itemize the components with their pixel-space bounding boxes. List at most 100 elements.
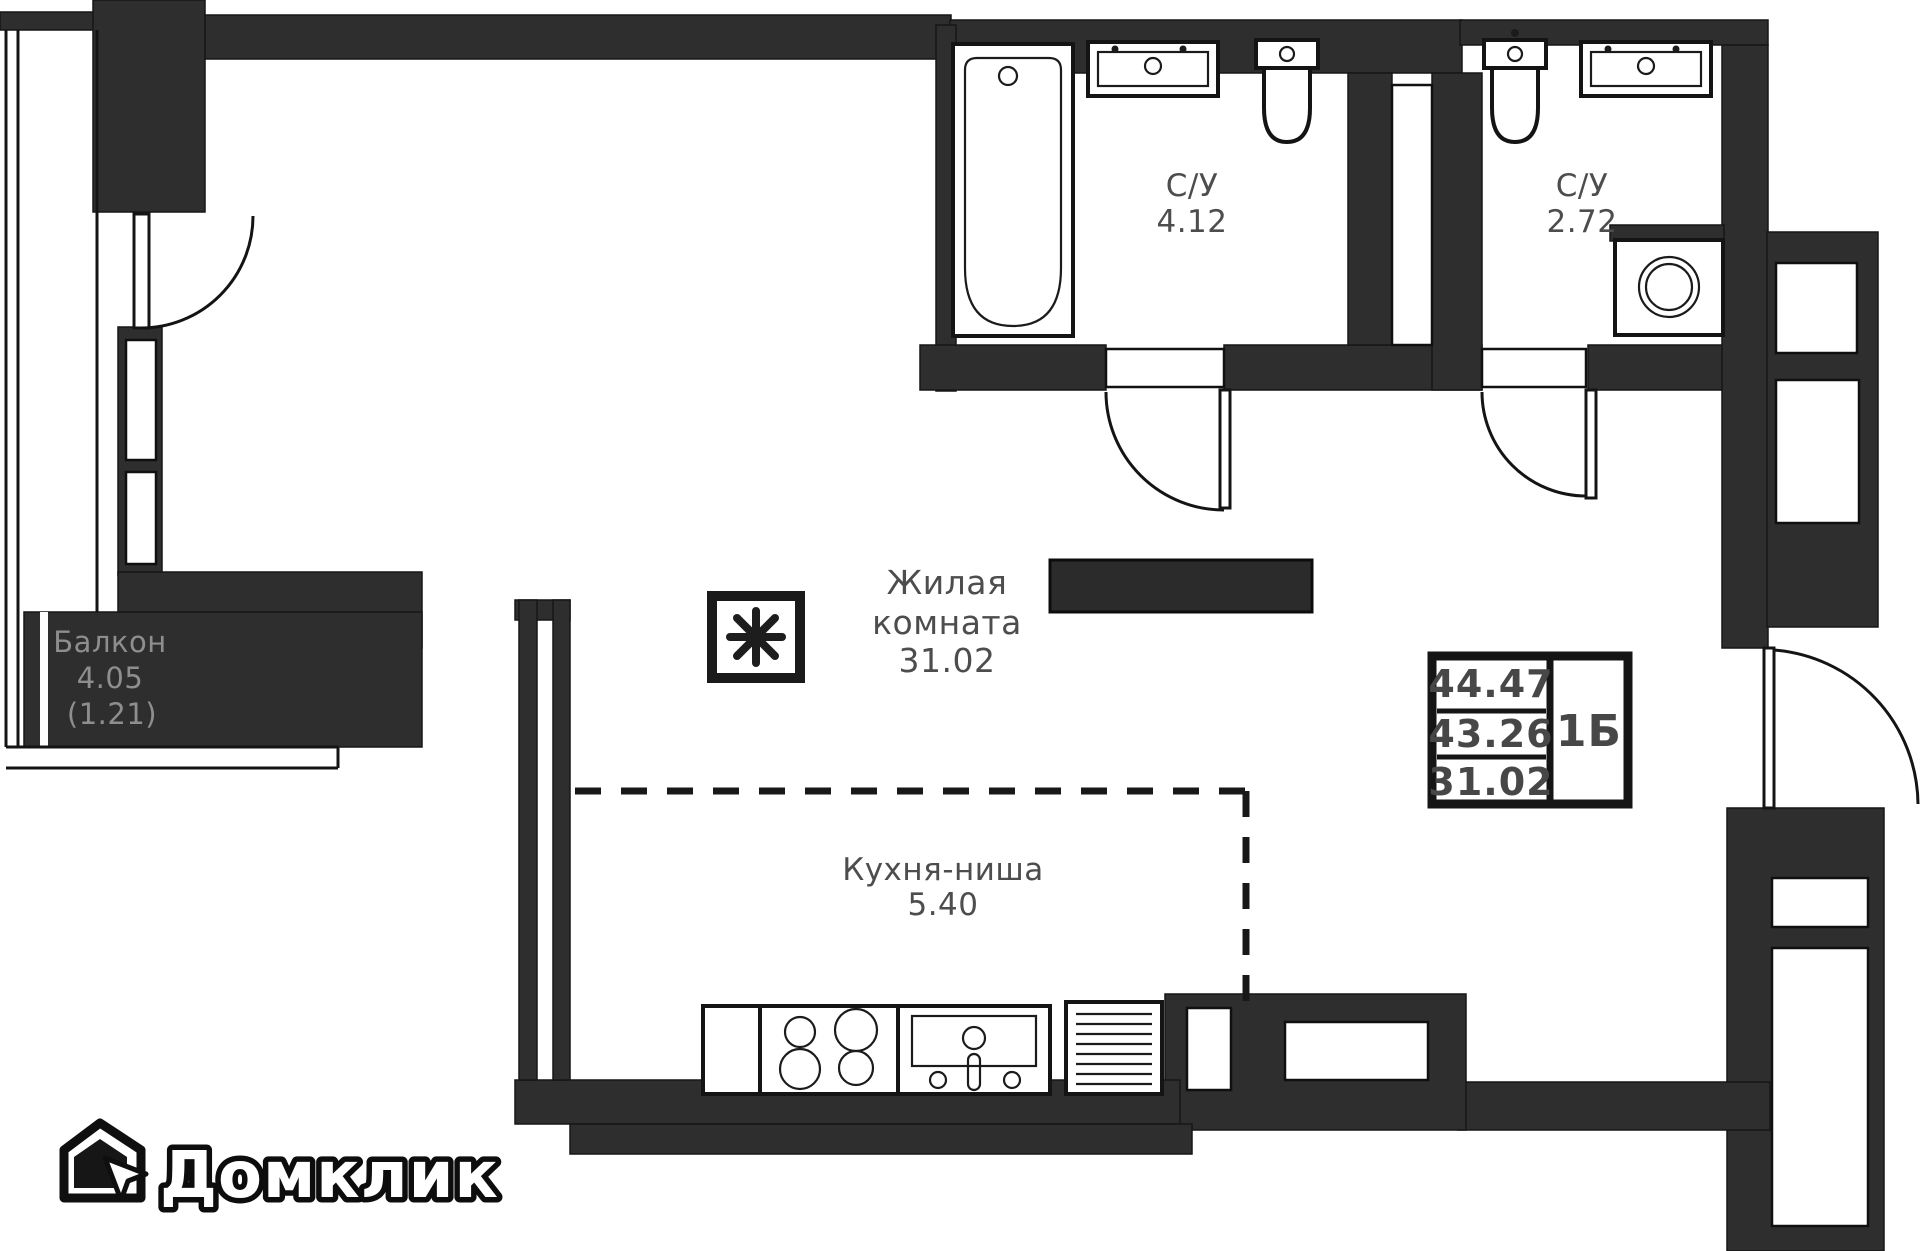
bath2-door-arc-icon <box>1480 391 1587 498</box>
wall-right-upper <box>1721 44 1769 649</box>
sink-faucet <box>1143 56 1163 76</box>
stamp-unit-type: 1Б <box>1556 706 1622 757</box>
wall-lower-ledge <box>569 1123 1193 1155</box>
sink-dot <box>1604 45 1612 53</box>
stove-icon <box>758 1004 900 1096</box>
balcony-area: 4.05 <box>77 661 144 695</box>
area-stamp: 44.47 43.26 31.02 1Б <box>1427 651 1633 809</box>
stamp-frame <box>1427 651 1633 809</box>
sink-icon <box>1086 40 1220 98</box>
shaft-window-3 <box>1770 876 1870 929</box>
bath2-door-opening <box>1480 347 1588 389</box>
duct-shaft <box>1390 83 1434 347</box>
toilet-button <box>1278 45 1296 63</box>
kitchen-sink-tap <box>1002 1070 1022 1090</box>
kitchen-fixtures <box>575 787 1250 1096</box>
bath1-door-arc-icon <box>1104 391 1225 512</box>
bath1-area: 4.12 <box>1156 204 1227 240</box>
bath2-label: С/У <box>1556 168 1608 204</box>
shaft-window-1 <box>1774 261 1859 355</box>
counter-segment <box>701 1004 762 1096</box>
kitchen-area: 5.40 <box>907 887 978 923</box>
sink-basin <box>1589 50 1703 88</box>
wall-kitchen-left-b <box>552 599 571 1081</box>
shaft-window-2 <box>1774 378 1861 525</box>
toilet-inlet-dot <box>1511 29 1519 37</box>
wall-balcony-top-cap <box>0 11 101 31</box>
wall-bath1-bottom <box>919 344 1107 391</box>
toilet-bowl <box>1262 66 1312 145</box>
wall-bath1-shaft <box>1347 72 1393 346</box>
stamp-total-area: 44.47 <box>1428 662 1553 706</box>
living-room-label-2: комната <box>872 603 1022 642</box>
logo-text: Домклик <box>160 1139 499 1213</box>
stamp-reduced-area: 43.26 <box>1428 712 1553 756</box>
left-windows <box>124 338 158 566</box>
wall-bottom-right <box>1457 1081 1771 1131</box>
window-slot-1 <box>124 338 158 462</box>
domclick-logo: Домклик <box>59 1118 503 1219</box>
dishwasher-hatch <box>1076 1012 1152 1086</box>
stove-burner <box>783 1015 817 1049</box>
dishwasher-icon <box>1064 1000 1164 1096</box>
balcony-rail-gap <box>40 612 48 747</box>
kitchen-faucet-stem <box>966 1052 982 1092</box>
sink-basin <box>1096 50 1210 88</box>
toilet-button <box>1506 45 1524 63</box>
wall-balcony-shading <box>23 611 423 748</box>
living-room-area: 31.02 <box>899 641 996 680</box>
niche-wide <box>1283 1020 1430 1082</box>
balcony-label: Балкон <box>53 625 166 659</box>
balcony-door-leaf <box>132 212 151 330</box>
ventilation-shaft-icon <box>707 591 805 683</box>
kitchen-sink-basin <box>910 1014 1038 1068</box>
bath1-door-opening <box>1104 347 1226 389</box>
sink-faucet <box>1636 56 1656 76</box>
balcony-door-arc-icon <box>140 215 255 330</box>
toilet-bowl <box>1490 66 1540 145</box>
washing-machine-drum-outer <box>1637 255 1701 319</box>
wall-shaft-bath2 <box>1431 72 1483 391</box>
bath2-area: 2.72 <box>1546 204 1617 240</box>
washing-machine-drum-inner <box>1644 262 1694 312</box>
stove-burner <box>778 1047 822 1091</box>
washing-machine-icon <box>1613 238 1725 337</box>
toilet-icon <box>1254 38 1320 70</box>
toilet-icon <box>1482 38 1548 70</box>
doors <box>132 212 1920 810</box>
shaft-window-4 <box>1770 946 1870 1228</box>
sink-dot <box>1672 45 1680 53</box>
bathroom1-fixtures <box>951 38 1320 338</box>
sink-icon <box>1579 40 1713 98</box>
balcony-railing <box>4 30 340 770</box>
wall-top-left-column <box>92 0 206 213</box>
kitchen-faucet-head <box>961 1025 987 1051</box>
wall-top-living <box>204 14 952 60</box>
entrance-door-leaf <box>1762 646 1776 810</box>
bathtub-icon <box>951 42 1075 338</box>
bathtub-drain <box>997 65 1019 87</box>
vent-asterisk <box>726 607 786 667</box>
window-slot-2 <box>124 470 158 566</box>
wall-kitchen-left-a <box>518 599 538 1081</box>
kitchen-label: Кухня-ниша <box>842 852 1044 888</box>
kitchen-island <box>1048 558 1314 614</box>
bath2-door-leaf <box>1584 388 1598 500</box>
living-room-label-1: Жилая <box>887 563 1008 602</box>
kitchen-sink-tap <box>928 1070 948 1090</box>
niche-small <box>1185 1006 1233 1092</box>
wall-bath2-bottom <box>1587 344 1725 391</box>
sink-dot <box>1111 45 1119 53</box>
entrance-door-arc-icon <box>1773 648 1920 805</box>
bathroom2-fixtures <box>1482 29 1725 337</box>
domclick-cursor-icon <box>102 1155 149 1203</box>
bathtub-inner <box>963 56 1063 328</box>
bath1-door-leaf <box>1218 388 1232 510</box>
balcony-area-coefficient: (1.21) <box>67 697 157 731</box>
stove-burner <box>837 1049 875 1087</box>
sink-dot <box>1179 45 1187 53</box>
bath1-label: С/У <box>1166 168 1218 204</box>
room-labels: Жилая комната 31.02 Кухня-ниша 5.40 С/У … <box>53 168 1617 923</box>
